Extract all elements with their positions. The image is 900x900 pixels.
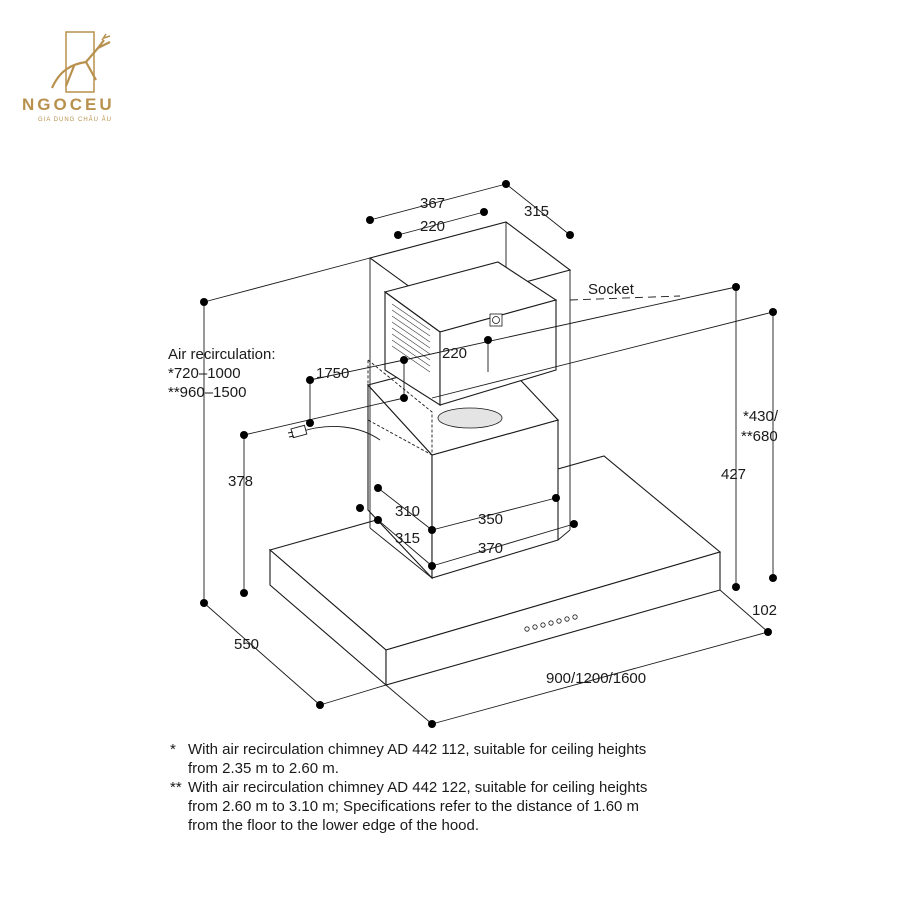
footnote-1: * With air recirculation chimney AD 442 …: [170, 740, 810, 778]
footnote-2-mark: **: [170, 779, 182, 796]
dim-width: 900/1200/1600: [546, 670, 646, 687]
dim-315-top: 315: [524, 203, 549, 220]
brand-tagline: GIA DỤNG CHÂU ÂU: [38, 116, 112, 123]
upper-chimney: [367, 221, 572, 579]
brand-logo: [50, 31, 111, 93]
dim-102: 102: [752, 602, 777, 619]
dim-220-top: 220: [420, 218, 445, 235]
dim-427: 427: [721, 466, 746, 483]
power-plug-icon: [287, 424, 308, 439]
socket-label: Socket: [588, 281, 635, 298]
footnote-1-line-1: With air recirculation chimney AD 442 11…: [188, 741, 647, 758]
dim-367: 367: [420, 195, 445, 212]
footnote-2-line-2: from 2.60 m to 3.10 m; Specifications re…: [188, 798, 640, 815]
footnotes: * With air recirculation chimney AD 442 …: [170, 740, 810, 835]
dim-370: 370: [478, 540, 503, 557]
air-recirculation-title: Air recirculation:: [168, 346, 276, 363]
air-recirculation-range-2: **960–1500: [168, 384, 246, 401]
footnote-2-line-1: With air recirculation chimney AD 442 12…: [188, 779, 648, 796]
footnote-2: ** With air recirculation chimney AD 442…: [170, 778, 810, 835]
dim-315-low: 315: [395, 530, 420, 547]
dim-680: **680: [741, 428, 778, 445]
footnote-1-line-2: from 2.35 m to 2.60 m.: [188, 760, 339, 777]
dim-550: 550: [234, 636, 259, 653]
footnote-1-mark: *: [170, 741, 176, 758]
dim-350: 350: [478, 511, 503, 528]
air-recirculation-range-1: *720–1000: [168, 365, 241, 382]
dim-310: 310: [395, 503, 420, 520]
dim-1750: 1750: [316, 365, 349, 382]
control-buttons: [524, 614, 578, 632]
dimension-endpoints: [200, 180, 777, 728]
dimension-lines: [203, 183, 774, 725]
dim-220-mid: 220: [442, 345, 467, 362]
dim-430: *430/: [743, 408, 779, 425]
brand-name: NGOCEU: [22, 95, 115, 114]
dim-378: 378: [228, 473, 253, 490]
footnote-2-line-3: from the floor to the lower edge of the …: [188, 817, 480, 834]
